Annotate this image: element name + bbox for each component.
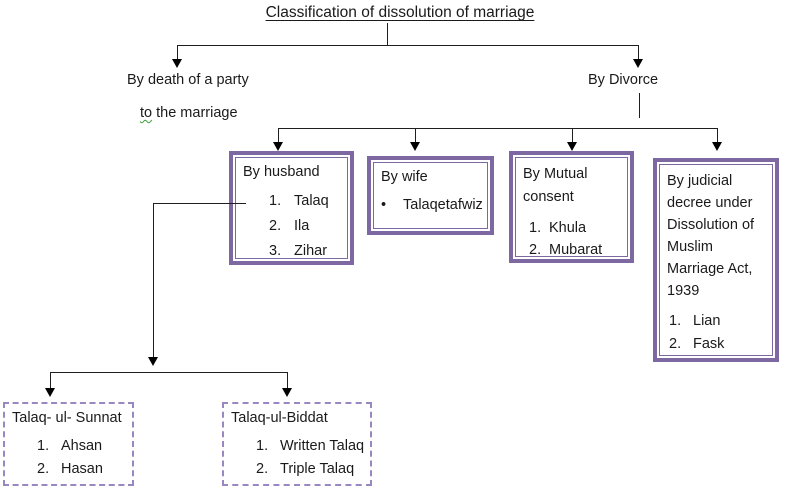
list-item: • Talaqetafwiz [381,194,483,217]
list-label: Written Talaq [280,438,365,454]
line-talaq-branch [50,372,288,373]
list-label: Talaq [294,193,329,209]
line-talaq-down [153,203,154,357]
line-stem-wife [415,128,416,142]
list-label: Talaqetafwiz [403,197,483,213]
arrowhead-wife [410,142,420,151]
box-list: 1. Lian 2. Fask [669,310,765,356]
box-list: 1. Ahsan 2. Hasan [37,435,125,481]
list-marker: 2. [669,336,682,352]
list-label: Lian [693,313,721,329]
list-label: Zihar [294,243,328,259]
arrowhead-talaq-types [148,357,158,366]
box-by-husband: By husband 1. Talaq 2. Ila 3. Zihar [229,151,354,265]
box-talaq-ul-biddat: Talaq-ul-Biddat 1. Written Talaq 2. Triple… [222,402,372,486]
arrowhead-mutual [567,142,577,151]
list-marker: 1. [529,220,542,236]
line-divorce-down [639,93,640,118]
list-item: 1. Khula [529,217,620,239]
box-list: 1. Khula 2. Mubarat [529,217,620,261]
box-by-mutual-consent: By Mutual consent 1. Khula 2. Mubarat [509,151,634,263]
arrowhead-death [172,59,182,68]
arrowhead-judicial [712,142,722,151]
line-talaq-out [153,203,246,204]
label-death-word-to: to [140,105,153,121]
arrowhead-biddat [282,388,292,397]
list-marker: 2. [256,461,269,477]
list-marker: 2. [529,242,542,258]
box-heading: By judicial decree under Dissolution of … [667,173,755,299]
label-death-line2: to the marriage [140,105,238,121]
line-death-stem [177,45,178,60]
label-divorce: By Divorce [588,72,659,88]
box-by-wife-inner: By wife • Talaqetafwiz [373,162,488,229]
box-heading: By husband [243,164,320,180]
list-marker: 2. [269,218,282,234]
arrowhead-husband [273,142,283,151]
list-label: Khula [549,220,587,236]
label-death-rest: the marriage [152,105,238,121]
list-marker: 1. [269,193,282,209]
label-death-line1: By death of a party [127,72,249,88]
list-item: 2. Hasan [37,458,125,481]
list-label: Ila [294,218,310,234]
list-item: 1. Written Talaq [256,435,365,458]
list-item: 2. Triple Talaq [256,458,363,481]
list-marker: 1. [37,438,50,454]
list-item: 2. Ila [269,214,340,239]
line-stem-biddat [287,372,288,388]
box-heading: By Mutual consent [523,166,588,205]
list-label: Fask [693,336,725,352]
list-item: 2. Mubarat [529,239,620,261]
list-marker: 1. [256,438,269,454]
line-divorce-branch [278,128,718,129]
box-list: 1. Written Talaq 2. Triple Talaq [256,435,365,481]
box-by-husband-inner: By husband 1. Talaq 2. Ila 3. Zihar [235,157,348,259]
box-by-wife: By wife • Talaqetafwiz [367,156,494,235]
box-heading: Talaq- ul- Sunnat [12,410,122,426]
arrowhead-sunnat [45,388,55,397]
list-item: 1. Ahsan [37,435,125,458]
line-stem-sunnat [50,372,51,388]
diagram-title: Classification of dissolution of marriag… [265,4,535,21]
box-talaq-ul-sunnat: Talaq- ul- Sunnat 1. Ahsan 2. Hasan [3,402,134,486]
list-item: 2. Fask [669,333,765,356]
arrowhead-divorce [633,59,643,68]
box-by-judicial-decree: By judicial decree under Dissolution of … [653,158,779,362]
line-divorce-stem [638,45,639,60]
list-item: 1. Talaq [269,189,340,214]
list-marker: 2. [37,461,50,477]
list-item: 3. Zihar [269,239,340,264]
box-heading: By wife [381,169,428,185]
box-by-mutual-consent-inner: By Mutual consent 1. Khula 2. Mubarat [515,157,628,258]
list-item: 1. Lian [669,310,765,333]
box-list: 1. Talaq 2. Ila 3. Zihar [269,189,340,264]
bullet-icon: • [381,197,387,213]
box-list: • Talaqetafwiz [381,194,483,217]
list-label: Mubarat [549,242,603,258]
line-stem-husband [278,128,279,142]
line-title-stem [387,23,388,45]
line-stem-judicial [717,128,718,142]
list-label: Ahsan [61,438,103,454]
list-label: Hasan [61,461,103,477]
line-top-branch [177,45,639,46]
line-stem-mutual [572,128,573,142]
box-heading: Talaq-ul-Biddat [231,410,328,426]
box-by-judicial-decree-inner: By judicial decree under Dissolution of … [659,164,773,356]
list-label: Triple Talaq [280,461,355,477]
list-marker: 1. [669,313,682,329]
list-marker: 3. [269,243,282,259]
